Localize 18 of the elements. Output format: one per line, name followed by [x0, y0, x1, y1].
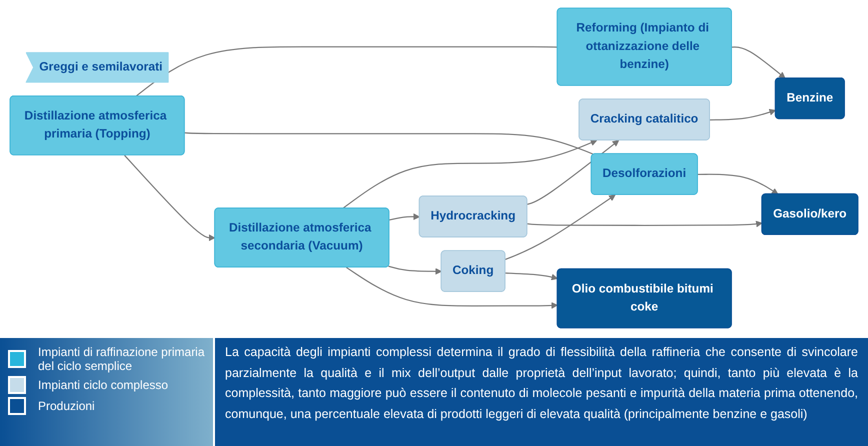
arrow: [505, 272, 558, 280]
legend-label: Impianti ciclo complesso: [38, 378, 168, 392]
arrow: [124, 154, 216, 242]
arrow: [342, 140, 598, 209]
connector: [136, 46, 558, 97]
arrow: [346, 266, 558, 309]
arrow: [388, 266, 442, 275]
arrow: [527, 140, 620, 205]
arrow: [527, 220, 762, 228]
arrow: [732, 46, 786, 78]
legend-label: Produzioni: [38, 399, 95, 413]
arrow: [505, 194, 616, 260]
arrow: [710, 108, 776, 120]
arrow: [698, 174, 778, 194]
note-text: La capacità degli impianti complessi determina il grado di flessibilità della raffineria che consente di svincolare parzialmente la qualità e il mix dell’output dalle proprietà dell’input lavorato; quindi, tanto più elevata è la complessità, tanto maggiore può essere il contenuto di molecole pesanti e impurità della materia prima ottenendo, comunque, una percentuale elevata di prodotti leggeri di elevata qualità (principalmente benzine e gasoli): [224, 344, 859, 423]
connector: [184, 132, 594, 155]
legend-label: Impianti di raffinazione primaria del ciclo semplice: [38, 345, 205, 373]
arrow: [389, 213, 420, 221]
